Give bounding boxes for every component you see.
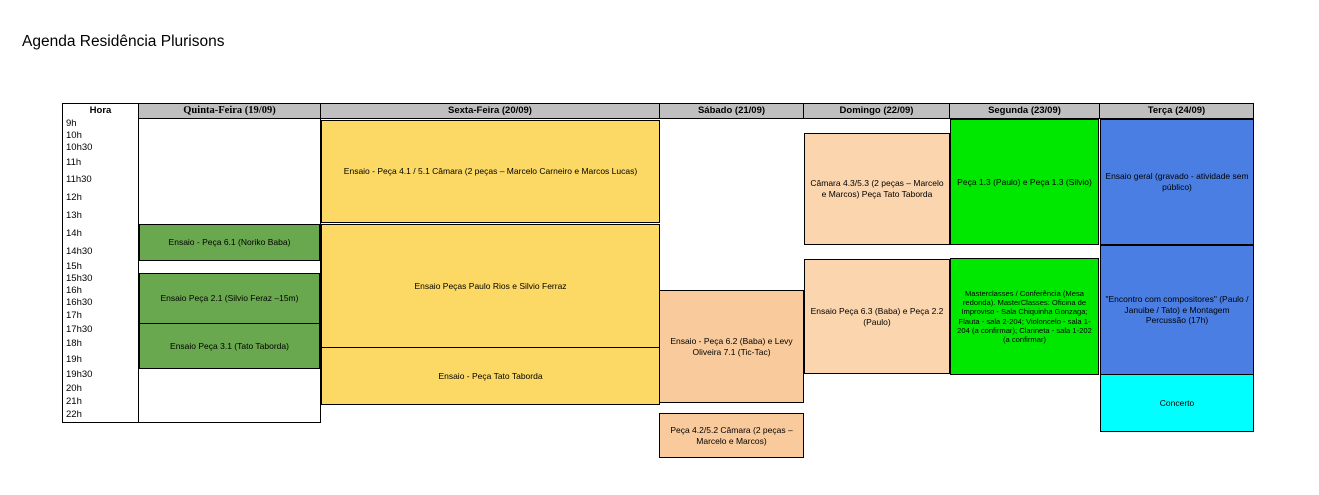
event-block[interactable]: Peça 4.2/5.2 Câmara (2 peças – Marcelo e… [659,413,804,458]
event-block[interactable]: Ensaio Peças Paulo Rios e Silvio Ferraz [321,224,660,348]
event-block[interactable]: "Encontro com compositores" (Paulo / Jan… [1100,245,1254,375]
hour-cell: 12h [62,189,139,208]
event-block[interactable]: Ensaio Peça 6.3 (Baba) e Peça 2.2 (Paulo… [804,259,950,374]
event-block[interactable]: Concerto [1100,374,1254,432]
event-block[interactable]: Ensaio - Peça 6.1 (Noriko Baba) [139,224,320,261]
hour-cell: 22h [62,408,139,423]
column-header-sexta: Sexta-Feira (20/09) [320,103,660,119]
schedule-table: Hora Quinta-Feira (19/09) Sexta-Feira (2… [62,103,1254,471]
page-title: Agenda Residência Plurisons [22,33,225,50]
event-block[interactable]: Ensaio Peça 2.1 (Silvio Feraz –15m) [139,273,320,324]
day-column-quinta [138,118,321,423]
hour-cell: 17h [62,309,139,324]
hour-cell: 21h [62,395,139,409]
column-header-sabado: Sábado (21/09) [659,103,804,119]
event-block[interactable]: Ensaio - Peça 4.1 / 5.1 Câmara (2 peças … [321,120,660,223]
hour-cell: 14h30 [62,243,139,262]
hour-cell: 11h30 [62,171,139,190]
hour-cell: 11h [62,154,139,172]
column-header-quinta: Quinta-Feira (19/09) [138,103,321,119]
event-block[interactable]: Masterclasses / Conferência (Mesa redond… [950,258,1099,375]
column-header-hora: Hora [62,103,139,119]
hour-cell: 19h [62,352,139,369]
event-block[interactable]: Peça 1.3 (Paulo) e Peça 1.3 (Silvio) [950,119,1099,245]
event-block[interactable]: Ensaio - Peça 6.2 (Baba) e Levy Oliveira… [659,290,804,403]
column-header-segunda: Segunda (23/09) [949,103,1100,119]
event-block[interactable]: Ensaio geral (gravado - atividade sem pú… [1100,119,1254,245]
hour-cell: 17h30 [62,323,139,337]
event-block[interactable]: Câmara 4.3/5.3 (2 peças – Marcelo e Marc… [804,133,950,245]
column-header-domingo: Domingo (22/09) [803,103,950,119]
event-block[interactable]: Ensaio Peça 3.1 (Tato Taborda) [139,323,320,369]
hour-cell: 13h [62,207,139,226]
hour-cell: 20h [62,382,139,396]
hour-cell: 19h30 [62,368,139,383]
column-header-terca: Terça (24/09) [1099,103,1254,119]
hour-cell: 18h [62,336,139,353]
event-block[interactable]: Ensaio - Peça Tato Taborda [321,347,660,405]
hour-cell: 14h [62,225,139,244]
